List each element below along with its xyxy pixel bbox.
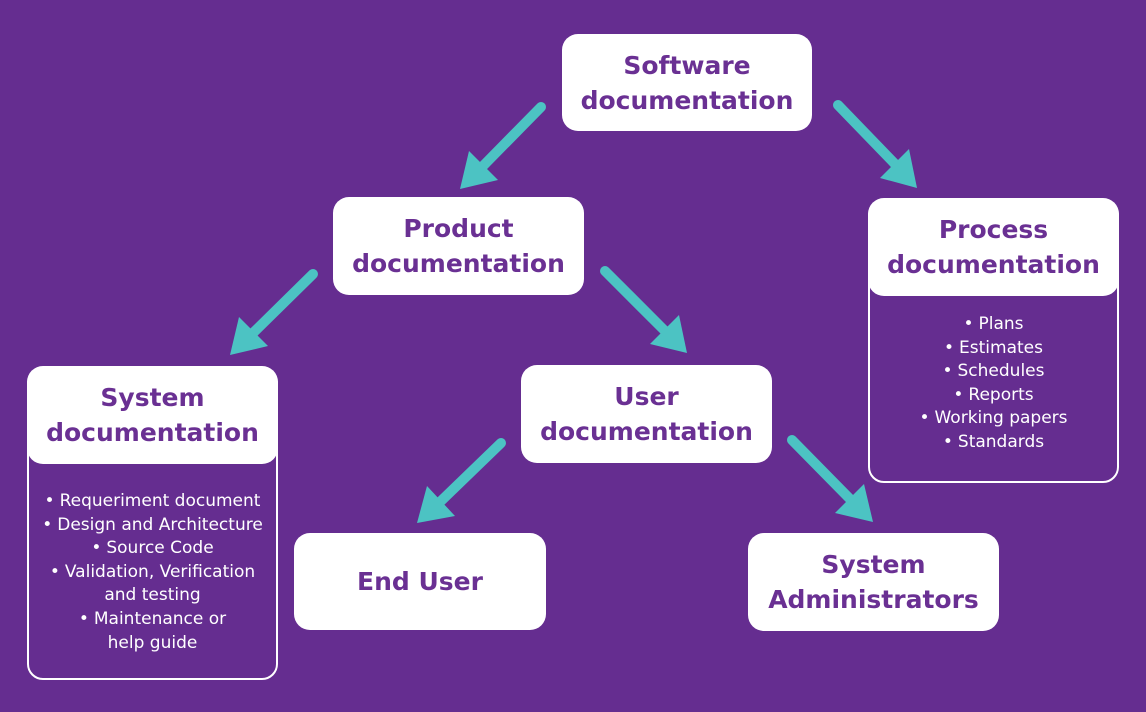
arrow-user-to-sysadmin [787,435,873,522]
list-item: •Requeriment document [44,491,261,511]
list-item: •Schedules [942,361,1045,382]
node-product-line1: Product [403,214,514,243]
list-item: •Estimates [944,337,1043,358]
list-item: •Validation, Verification [49,561,256,582]
node-system-line2: documentation [46,418,259,447]
system-items-list: •Requeriment document •Design and Archit… [29,490,276,655]
arrow-software-to-process [833,100,917,188]
list-item: •Working papers [919,408,1068,429]
list-item: •Plans [963,314,1024,334]
arrow-product-to-system [230,269,318,355]
arrow-product-to-user [600,266,687,353]
arrow-software-to-product [460,102,546,189]
node-user-line2: documentation [540,417,753,446]
node-sysadmin-line1: System [821,550,926,579]
node-sysadmin-line2: Administrators [768,585,979,614]
node-product-line2: documentation [352,249,565,278]
node-end-user: End User [294,533,546,630]
list-item: •Source Code [91,538,214,559]
list-item: •Design and Architecture [42,514,263,535]
node-process-documentation: Process documentation [868,198,1119,296]
list-item: •Standards [942,431,1045,452]
node-system-administrators: System Administrators [748,533,999,631]
node-process-line1: Process [938,215,1049,244]
arrow-user-to-enduser [417,438,506,523]
panel-process-documentation: •Plans •Estimates •Schedules •Reports •W… [868,200,1119,483]
node-system-documentation: System documentation [27,366,278,464]
list-item: help guide [107,632,198,653]
process-items-list: •Plans •Estimates •Schedules •Reports •W… [870,313,1117,455]
node-user-documentation: User documentation [521,365,772,463]
node-end-user-line1: End User [357,567,483,596]
node-product-documentation: Product documentation [333,197,584,295]
list-item: •Reports [953,384,1034,405]
node-process-line2: documentation [887,250,1100,279]
node-software-line2: documentation [580,85,794,115]
list-item: and testing [104,585,201,606]
node-software-line1: Software [623,50,751,80]
node-system-line1: System [100,383,205,412]
list-item: •Maintenance or [78,608,227,629]
panel-system-documentation: •Requeriment document •Design and Archit… [27,368,278,680]
node-user-line1: User [614,382,679,411]
node-software-documentation: Software documentation [562,34,812,131]
